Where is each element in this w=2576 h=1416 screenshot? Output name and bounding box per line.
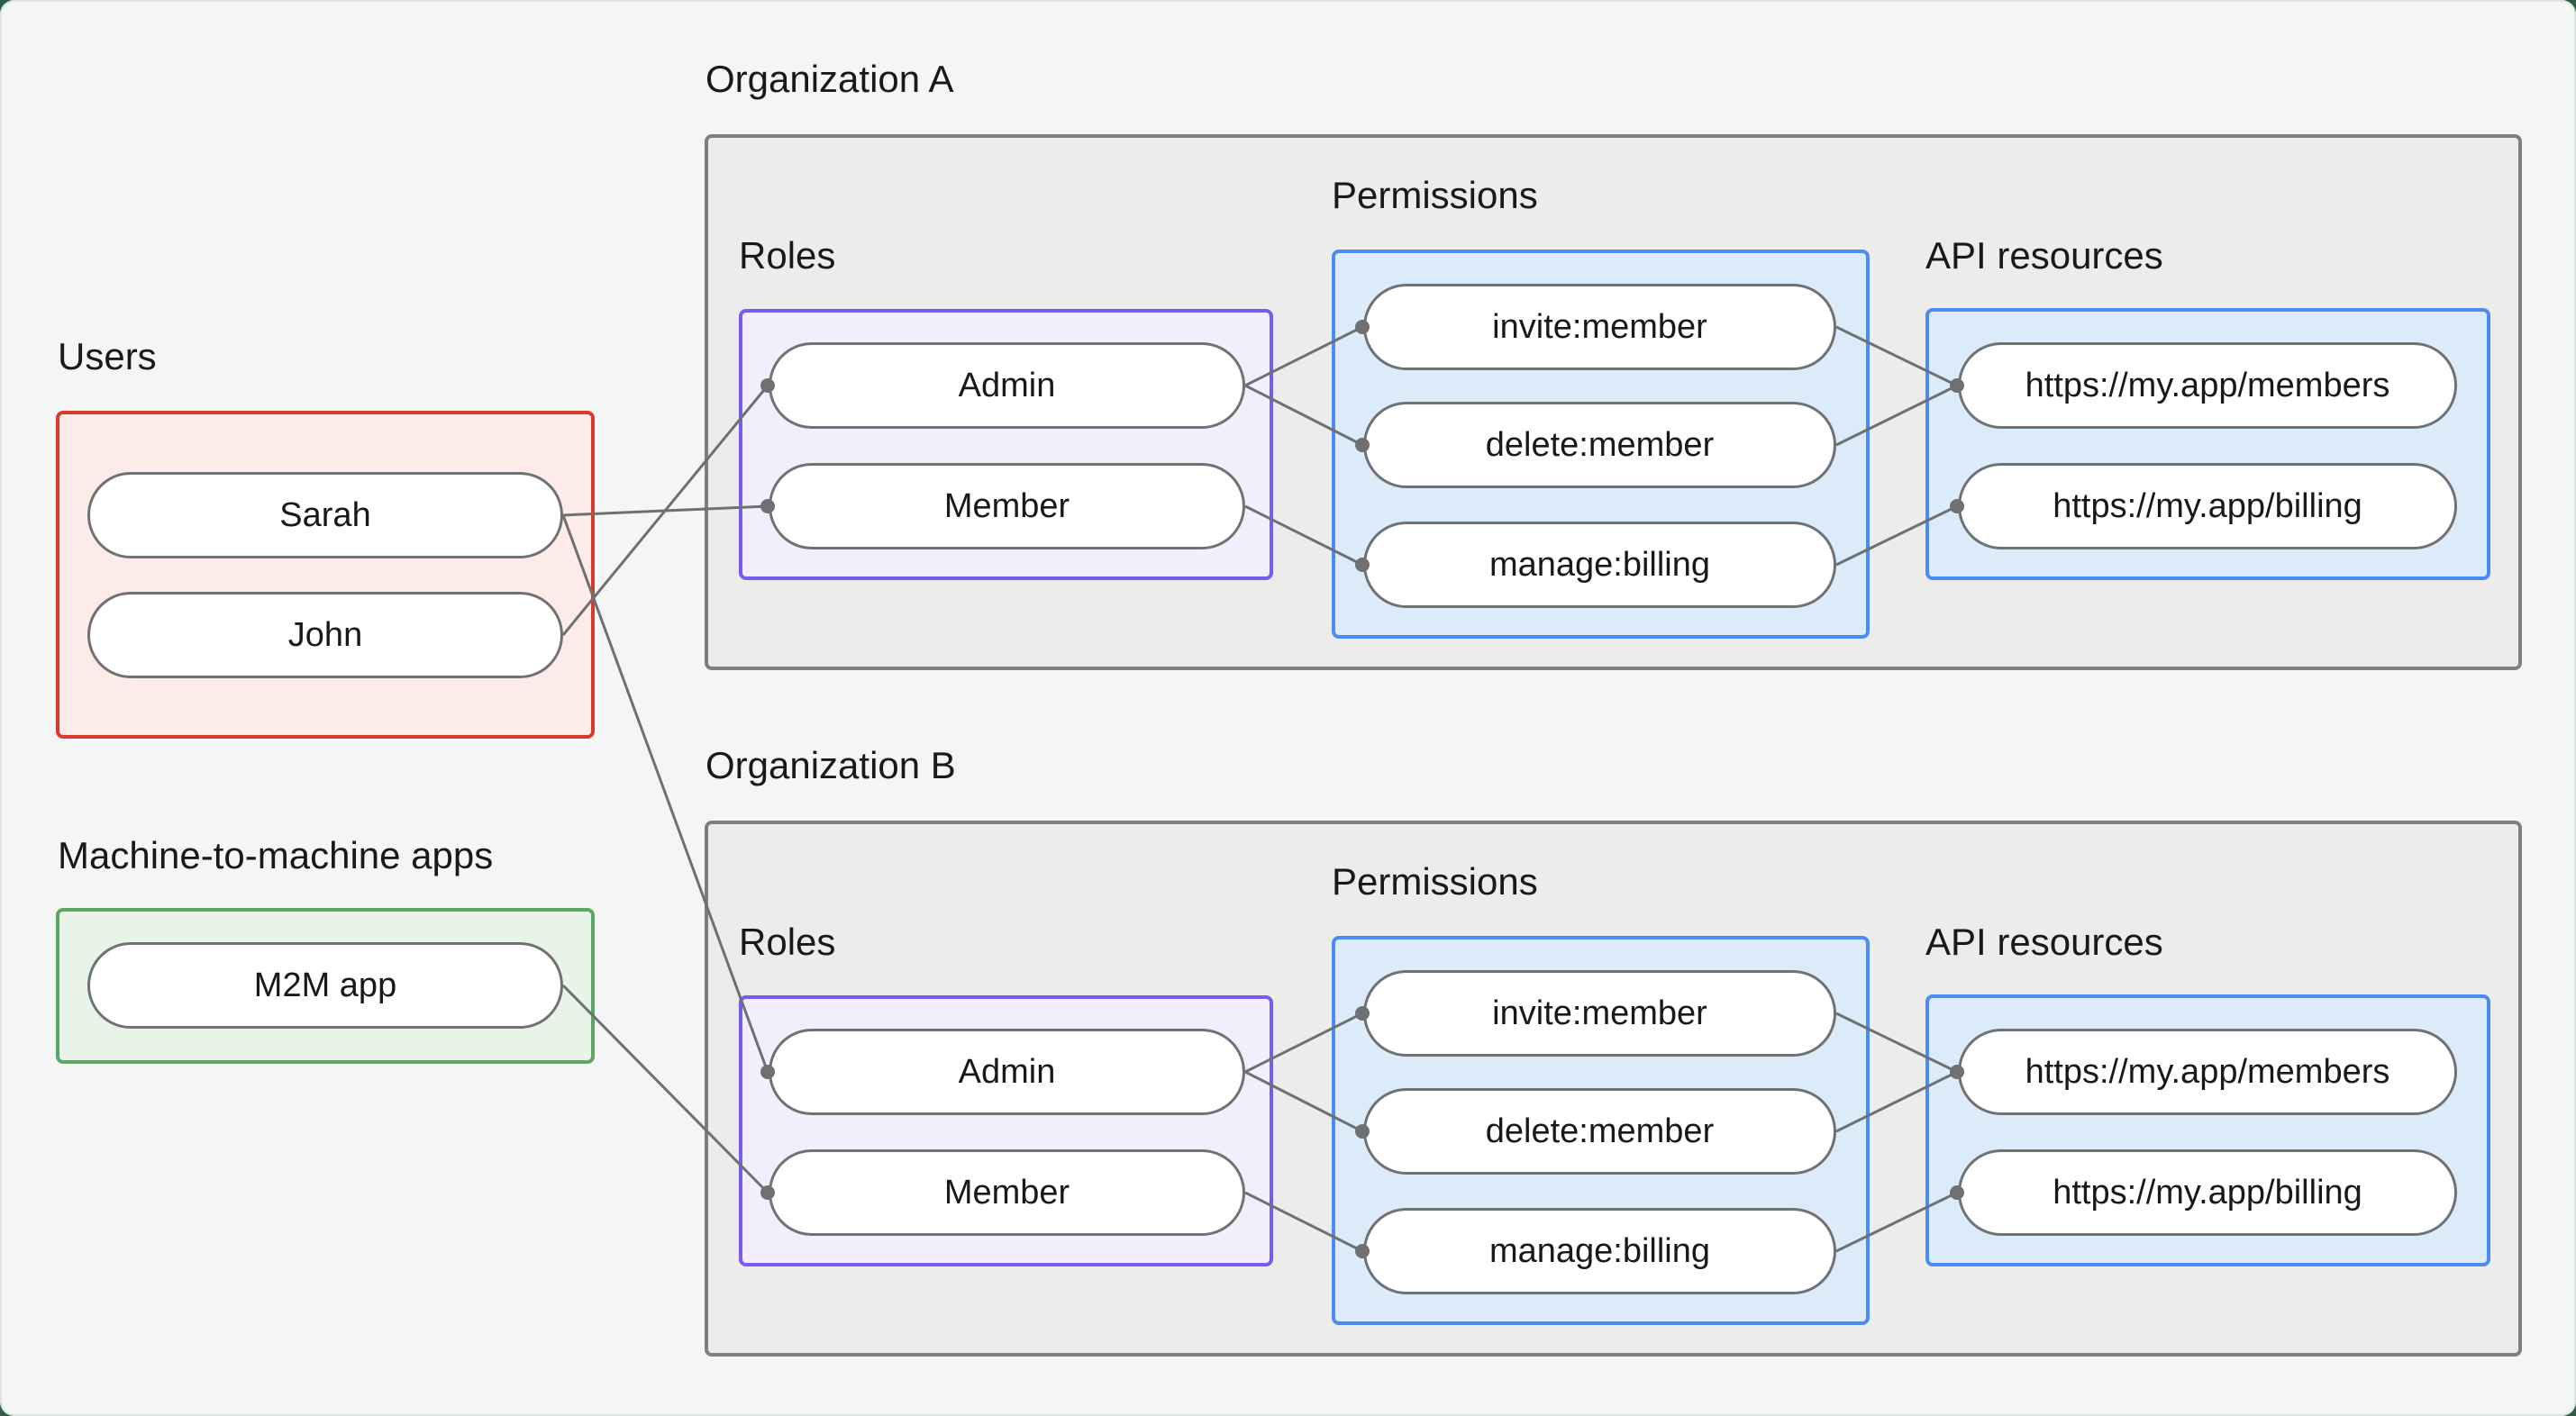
org-a-title: Organization A (705, 58, 954, 100)
org-a-api-resources-label: API resources (1925, 234, 2163, 277)
users-group-box (56, 411, 595, 739)
node-label: Sarah (279, 495, 371, 534)
node-label: https://my.app/members (2025, 366, 2390, 404)
org-b-api-members: https://my.app/members (1958, 1029, 2457, 1115)
org-b-title: Organization B (705, 744, 956, 786)
org-a-role-admin: Admin (769, 342, 1245, 429)
node-label: invite:member (1492, 307, 1707, 346)
node-label: Admin (958, 366, 1056, 404)
org-b-roles-label: Roles (739, 921, 836, 963)
org-b-permissions-label: Permissions (1332, 860, 1538, 903)
org-a-api-billing: https://my.app/billing (1958, 463, 2457, 549)
org-b-permission-manage-billing: manage:billing (1363, 1208, 1836, 1294)
org-b-role-member: Member (769, 1149, 1245, 1236)
org-a-api-members: https://my.app/members (1958, 342, 2457, 429)
node-label: delete:member (1485, 425, 1715, 464)
node-label: manage:billing (1488, 1231, 1711, 1270)
org-b-permission-delete-member: delete:member (1363, 1088, 1836, 1175)
user-node-sarah: Sarah (87, 472, 563, 558)
node-label: Admin (958, 1052, 1056, 1091)
org-a-role-member: Member (769, 463, 1245, 549)
users-group-label: Users (58, 335, 157, 377)
node-label: https://my.app/members (2025, 1052, 2390, 1091)
user-node-john: John (87, 592, 563, 678)
node-label: Member (943, 1173, 1070, 1212)
m2m-node-app: M2M app (87, 942, 563, 1029)
node-label: invite:member (1492, 994, 1707, 1032)
node-label: M2M app (253, 966, 397, 1004)
org-b-permission-invite-member: invite:member (1363, 970, 1836, 1057)
node-label: John (287, 615, 363, 654)
org-a-roles-label: Roles (739, 234, 836, 277)
org-b-role-admin: Admin (769, 1029, 1245, 1115)
org-a-permission-invite-member: invite:member (1363, 284, 1836, 370)
org-b-api-resources-label: API resources (1925, 921, 2163, 963)
org-a-permissions-label: Permissions (1332, 174, 1538, 216)
org-a-permission-delete-member: delete:member (1363, 402, 1836, 488)
org-b-api-billing: https://my.app/billing (1958, 1149, 2457, 1236)
node-label: delete:member (1485, 1112, 1715, 1150)
node-label: https://my.app/billing (2053, 486, 2362, 525)
node-label: manage:billing (1488, 545, 1711, 584)
m2m-group-label: Machine-to-machine apps (58, 834, 494, 876)
node-label: https://my.app/billing (2053, 1173, 2362, 1212)
org-a-permission-manage-billing: manage:billing (1363, 522, 1836, 608)
node-label: Member (943, 486, 1070, 525)
